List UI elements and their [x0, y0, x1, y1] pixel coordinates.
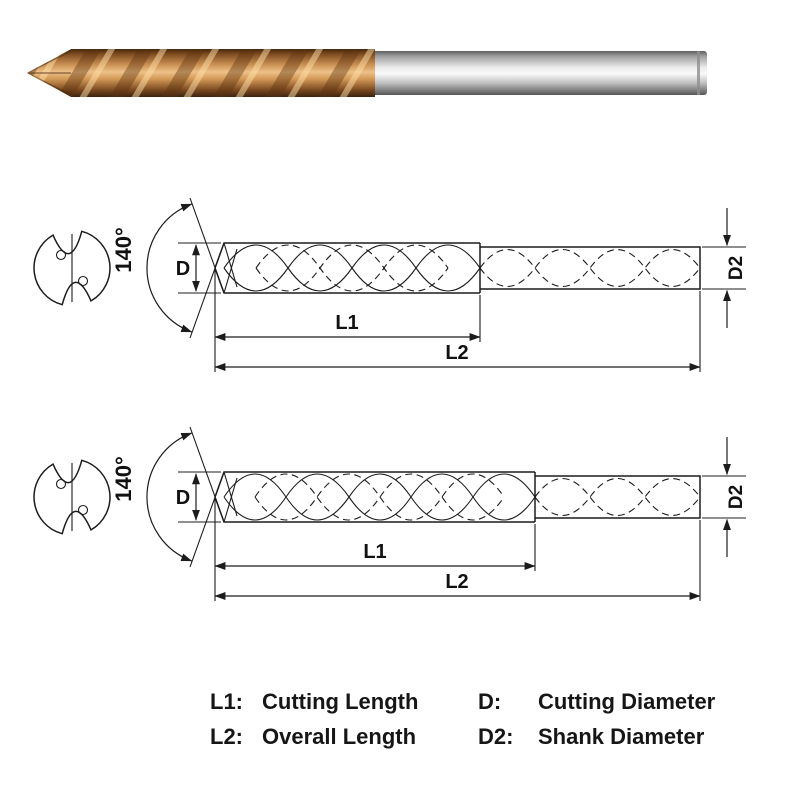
shank-outline [535, 475, 701, 519]
photo-flute-dark-spirals [27, 49, 365, 97]
flute-helix-solid [223, 473, 536, 521]
legend-abbr-l1: L1: [210, 688, 243, 714]
shank-hidden-lines [534, 478, 701, 516]
legend-abbr-d: D: [478, 688, 502, 714]
legend-row-2: L2: Overall Length D2: Shank Diameter [210, 719, 715, 754]
dim-overall-length: L2 [214, 520, 701, 601]
point-angle-label: 140° [111, 456, 136, 502]
dim-cutting-diameter: D [176, 471, 221, 523]
dim-overall-length: L2 [214, 291, 701, 372]
flute-helix-hidden [255, 244, 449, 292]
dim-shank-diameter: D2 [702, 437, 747, 557]
photo-flute-section [27, 49, 375, 97]
legend-label-cutting-length: Cutting Length [262, 688, 419, 714]
drill-end-view [33, 459, 111, 535]
shank-outline [480, 246, 701, 290]
flute-helix-solid [223, 244, 481, 292]
photo-tip-facets [27, 50, 72, 96]
drill-outline [214, 242, 480, 294]
drill-side-view [214, 471, 701, 523]
legend-label-overall-length: Overall Length [262, 723, 417, 749]
photo-flute-highlight-spirals [27, 49, 375, 97]
overall-length-label: L2 [445, 571, 468, 593]
dim-shank-diameter: D2 [702, 208, 747, 328]
technical-drawing-top: 140° D D2 L1 [33, 197, 747, 372]
legend-abbr-d2: D2: [478, 723, 514, 749]
flute-helix-hidden [254, 473, 505, 521]
legend-label-shank-diameter: Shank Diameter [538, 723, 705, 749]
shank-hidden-lines [479, 249, 701, 287]
technical-drawing-bottom: 140° D D2 L1 [33, 426, 747, 601]
cutting-length-label: L1 [335, 312, 358, 334]
point-angle-annotation: 140° [111, 426, 224, 568]
legend-label-cutting-diameter: Cutting Diameter [538, 688, 716, 714]
drill-point-edges [223, 242, 238, 294]
legend: L1: Cutting Length D: Cutting Diameter L… [210, 684, 715, 754]
point-angle-annotation: 140° [111, 197, 224, 339]
cutting-length-label: L1 [363, 541, 386, 563]
legend-row-1: L1: Cutting Length D: Cutting Diameter [210, 684, 715, 719]
legend-abbr-l2: L2: [210, 723, 243, 749]
shank-diameter-label: D2 [726, 485, 747, 509]
cutting-diameter-label: D [176, 258, 190, 280]
dim-cutting-diameter: D [176, 242, 221, 294]
drill-end-view [33, 230, 111, 306]
point-angle-label: 140° [111, 227, 136, 273]
photo-shank-section [371, 51, 707, 95]
drill-point-edges [223, 471, 238, 523]
drill-side-view [214, 242, 701, 294]
shank-diameter-label: D2 [726, 256, 747, 280]
dim-cutting-length: L1 [214, 499, 536, 601]
cutting-diameter-label: D [176, 487, 190, 509]
dim-cutting-length: L1 [214, 270, 481, 372]
drill-outline [214, 471, 535, 523]
overall-length-label: L2 [445, 342, 468, 364]
drill-photo [27, 49, 707, 97]
